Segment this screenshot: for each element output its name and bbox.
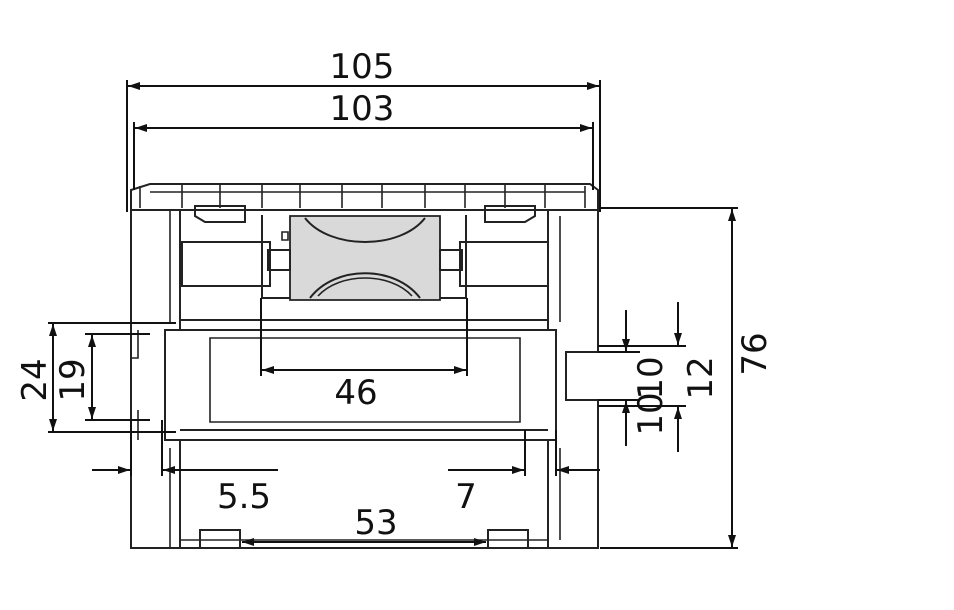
dimension-lines [48,80,738,549]
dim-label-19: 19 [53,358,93,401]
frame-outline [130,209,599,549]
dim-label-12: 12 [681,356,721,399]
gasket-clips [194,205,536,549]
dim-label-76: 76 [735,332,775,375]
dim-label-10-b: 10 [631,392,671,435]
dim-label-46: 46 [334,373,377,413]
dim-label-53: 53 [354,503,397,543]
dim-label-24: 24 [15,358,55,401]
dim-label-5-5: 5.5 [217,477,271,517]
dim-label-105: 105 [330,47,395,87]
roller-housing [181,215,549,301]
dim-label-7: 7 [455,477,477,517]
dim-label-10-a: 10 [631,356,671,399]
dim-label-103: 103 [330,89,395,129]
